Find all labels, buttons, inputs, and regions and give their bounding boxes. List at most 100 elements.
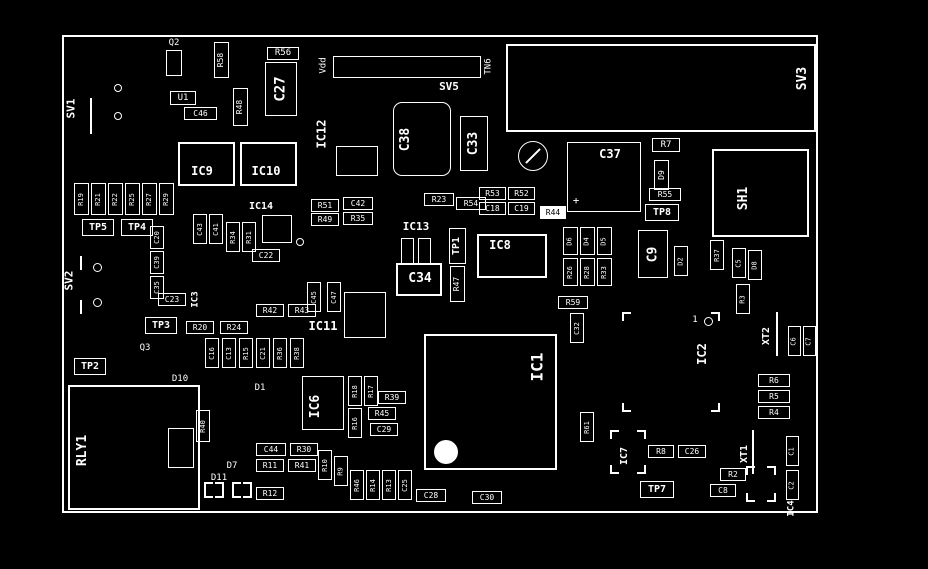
component-c44: C44 [256, 443, 286, 456]
component-r6: R6 [758, 374, 790, 387]
component-c21: C21 [256, 338, 270, 368]
component-label: C5 [734, 258, 743, 268]
component-label: TP5 [88, 221, 108, 233]
component-rly1: RLY1 [72, 424, 94, 476]
component-label: R28 [583, 265, 591, 279]
component-label: C21 [258, 346, 267, 360]
component-+: + [570, 194, 582, 206]
component-label: D5 [600, 236, 608, 246]
ic8-body [477, 234, 547, 278]
component-tp5: TP5 [82, 219, 114, 236]
component-label: R36 [275, 346, 284, 360]
component-sv1: SV1 [62, 90, 80, 126]
ic1-body [424, 334, 557, 470]
mount-hole [93, 263, 102, 272]
component-label: R59 [565, 297, 581, 307]
board-outline [62, 35, 818, 513]
component-label: C27 [272, 76, 289, 102]
component-label: IC11 [308, 319, 338, 333]
component-label: TP4 [127, 221, 147, 233]
component-label: IC10 [251, 164, 281, 178]
component-label: IC1 [527, 352, 546, 382]
component-sh1: SH1 [733, 176, 755, 220]
component-label: D4 [583, 236, 591, 246]
component-tp4: TP4 [121, 219, 153, 236]
component-label: R39 [384, 392, 400, 402]
component-r52: R52 [508, 187, 535, 200]
component-label: C32 [572, 321, 581, 335]
component-c28: C28 [416, 489, 446, 502]
cap-pad [401, 238, 414, 264]
component-label: C35 [152, 281, 161, 294]
component-label: Vdd [318, 56, 329, 74]
component-label: TN6 [483, 57, 494, 75]
component-label: C34 [408, 270, 432, 286]
component-r18: R18 [348, 376, 362, 406]
component-label: R40 [198, 419, 207, 433]
ic2-pin1 [704, 317, 713, 326]
component-label: R52 [514, 188, 529, 198]
component-label: R31 [244, 230, 253, 244]
ic14-pin1 [296, 238, 304, 246]
component-label: R4 [769, 407, 779, 417]
component-c9: C9 [638, 230, 668, 278]
component-ic14: IC14 [243, 201, 279, 213]
component-label: R14 [368, 478, 377, 492]
fiducial [518, 141, 548, 171]
component-r41: R41 [288, 459, 316, 472]
rly1-inner [168, 428, 194, 468]
component-label: SH1 [736, 186, 752, 210]
component-d2: D2 [674, 246, 688, 276]
component-label: R42 [262, 305, 278, 315]
component-label: D7 [226, 461, 238, 471]
component-label: R3 [738, 294, 747, 304]
ic10-body [240, 142, 297, 186]
component-label: SV1 [64, 98, 78, 118]
component-r24: R24 [220, 321, 248, 334]
component-r28: R28 [580, 258, 595, 286]
component-label: SV3 [795, 66, 811, 90]
component-d11: D11 [206, 473, 232, 484]
component-c7: C7 [803, 326, 816, 356]
component-r10: R10 [318, 450, 332, 480]
component-ic7: IC7 [616, 440, 634, 472]
component-label: R44 [545, 207, 561, 217]
ic12-body [336, 146, 378, 176]
component-c45: C45 [307, 282, 321, 312]
component-ic8: IC8 [483, 238, 517, 252]
component-r42: R42 [256, 304, 284, 317]
component-label: C19 [514, 203, 529, 213]
component-r43: R43 [288, 304, 316, 317]
component-label: R41 [294, 460, 310, 470]
sv2-bracket-top [80, 256, 82, 270]
component-r48: R48 [233, 88, 248, 126]
component-r9: R9 [334, 456, 348, 486]
component-label: R24 [226, 322, 242, 332]
component-r38: R38 [290, 338, 304, 368]
component-tp3: TP3 [145, 317, 177, 334]
mount-hole [93, 298, 102, 307]
component-label: C39 [152, 256, 161, 269]
component-c8: C8 [710, 484, 736, 497]
component-xt2: XT2 [758, 318, 776, 354]
component-label: R13 [384, 478, 393, 492]
component-r54: R54 [456, 197, 486, 210]
component-r49: R49 [311, 213, 339, 226]
component-label: TP1 [451, 236, 463, 256]
component-c22: C22 [252, 249, 280, 262]
component-c30: C30 [472, 491, 502, 504]
component-ic6: IC6 [306, 388, 326, 424]
component-label: C28 [423, 490, 439, 500]
component-label: R58 [216, 52, 226, 68]
component-label: D1 [254, 383, 266, 393]
component-d8: D8 [748, 250, 762, 280]
component-label: C46 [193, 108, 208, 118]
component-r3: R3 [736, 284, 750, 314]
xt1-line [752, 430, 754, 474]
component-label: R9 [336, 466, 345, 476]
component-label: R54 [463, 198, 479, 208]
component-r19: R19 [74, 183, 89, 215]
component-c47: C47 [327, 282, 341, 312]
component-r25: R25 [125, 183, 140, 215]
